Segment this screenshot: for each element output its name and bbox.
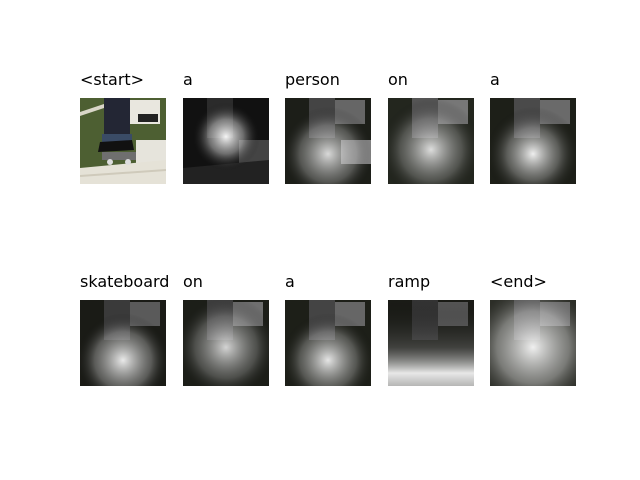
panel-word: on xyxy=(183,272,203,291)
panel-word: skateboard xyxy=(80,272,170,291)
panel-word: a xyxy=(490,70,500,89)
panel-word: person xyxy=(285,70,340,89)
attention-map xyxy=(183,300,269,386)
panel-word: ramp xyxy=(388,272,431,291)
panel-word: on xyxy=(388,70,408,89)
panel-word: a xyxy=(183,70,193,89)
attention-map xyxy=(388,98,474,184)
panel-word: a xyxy=(285,272,295,291)
attention-map xyxy=(490,98,576,184)
attention-map xyxy=(490,300,576,386)
attention-map xyxy=(285,300,371,386)
attention-map xyxy=(183,98,269,184)
original-photo xyxy=(80,98,166,184)
panel-word: <start> xyxy=(80,70,145,89)
attention-map xyxy=(285,98,371,184)
attention-map xyxy=(388,300,474,386)
panel-word: <end> xyxy=(490,272,547,291)
attention-map xyxy=(80,300,166,386)
